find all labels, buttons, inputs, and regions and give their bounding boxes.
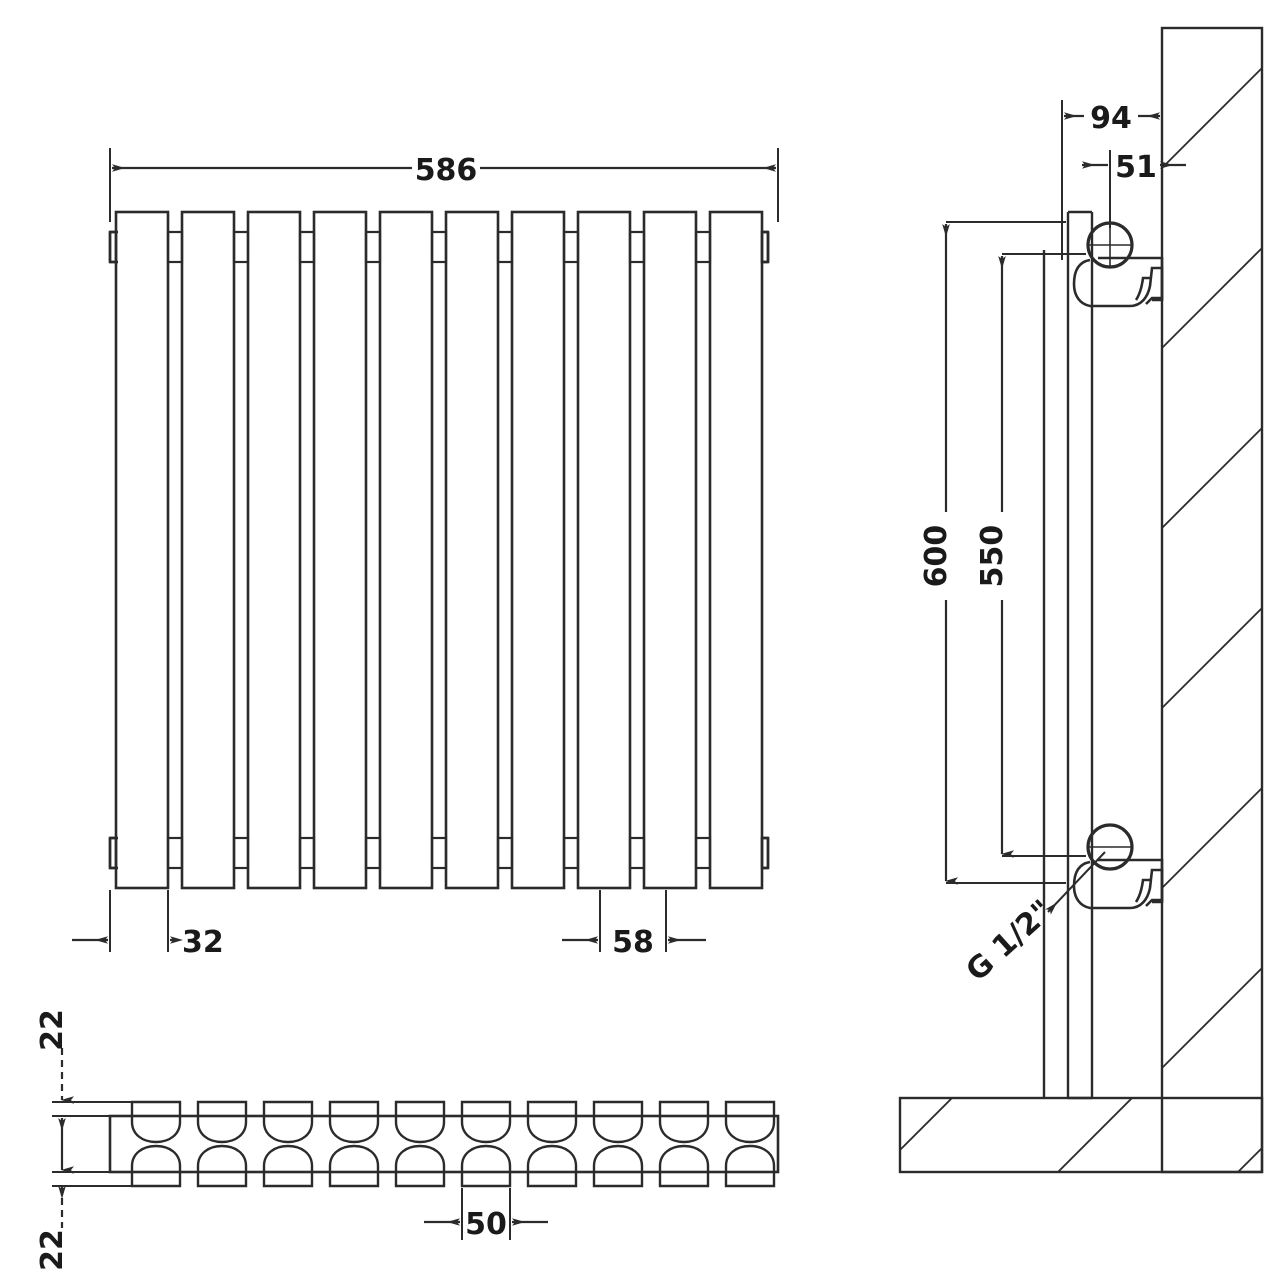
dimension-tube-pitch-50: 50: [424, 1188, 548, 1242]
panel-1: [114, 210, 170, 890]
end-cap-right-tab-bottom: [760, 836, 770, 870]
section-tubes-bottom: [130, 1144, 776, 1188]
floor-outline: [898, 1096, 1264, 1174]
connection-size-callout: G 1/2": [960, 851, 1106, 989]
bracket-body-lower: [1072, 860, 1164, 910]
panel-9: [642, 210, 698, 890]
dimension-wall-to-panel-94: 94: [1061, 100, 1160, 260]
panel-7: [510, 210, 566, 890]
leader-line-connection: [1045, 851, 1106, 915]
radiator-panel-group: [108, 210, 770, 890]
section-extension-lines: [52, 1101, 140, 1187]
plan-section-view: 22 22 50: [35, 1009, 780, 1271]
dimension-label-wall-to-panel: 94: [1090, 101, 1132, 136]
dimension-label-tube-pitch: 50: [465, 1207, 507, 1242]
end-cap-right-tab-top: [760, 230, 770, 264]
wall-and-floor: [898, 26, 1264, 1174]
dimension-label-panel-width: 32: [182, 925, 224, 960]
end-cap-left-tab-bottom: [108, 836, 118, 870]
dimension-label-bracket-centres: 550: [975, 525, 1010, 588]
dimension-overall-width-586: 586: [109, 148, 779, 222]
dimension-label-wall-to-valve: 51: [1115, 150, 1157, 185]
dimension-label-overall-height: 600: [919, 525, 954, 588]
bracket-inner-lower: [1134, 878, 1152, 903]
dimension-label-tube-depth-bottom: 22: [35, 1229, 70, 1271]
panel-8: [576, 210, 632, 890]
panel-10: [708, 210, 764, 890]
wall-outline: [1160, 26, 1264, 1174]
dimension-overall-height-600: 600: [919, 221, 1066, 885]
front-elevation-view: 586: [72, 148, 779, 960]
panel-4: [312, 210, 368, 890]
manifold-stubs: [166, 230, 712, 870]
dimension-panel-pitch-58: 58: [562, 890, 706, 960]
wall-bracket-upper: [1072, 221, 1164, 308]
bracket-arm-lower: [1098, 858, 1164, 904]
bracket-inner-upper: [1134, 276, 1152, 301]
dimension-tube-depth-bottom-22: 22: [35, 1186, 70, 1271]
panel-3: [246, 210, 302, 890]
section-tubes-top: [130, 1100, 776, 1144]
radiator-side-profile: [1042, 210, 1094, 1100]
dimension-tube-depth-top-22: 22: [35, 1009, 74, 1174]
dimension-wall-to-valve-51: 51: [1082, 150, 1186, 228]
panel-5: [378, 210, 434, 890]
dimension-label-tube-depth-top: 22: [35, 1009, 70, 1051]
hatch-lines: [900, 28, 1262, 1172]
end-cap-left-tab-top: [108, 230, 118, 264]
dimension-label-panel-pitch: 58: [612, 925, 654, 960]
bracket-body-upper: [1072, 258, 1164, 308]
bracket-arm-upper: [1098, 256, 1164, 302]
dimension-panel-width-32: 32: [72, 890, 224, 960]
dimension-label-overall-width: 586: [415, 153, 478, 188]
panel-6: [444, 210, 500, 890]
dimension-bracket-centres-550: 550: [975, 253, 1086, 858]
wall-bracket-lower: [1072, 823, 1164, 910]
panel-2: [180, 210, 236, 890]
side-section-view: 94 51 600 550 G 1/2": [898, 26, 1264, 1174]
